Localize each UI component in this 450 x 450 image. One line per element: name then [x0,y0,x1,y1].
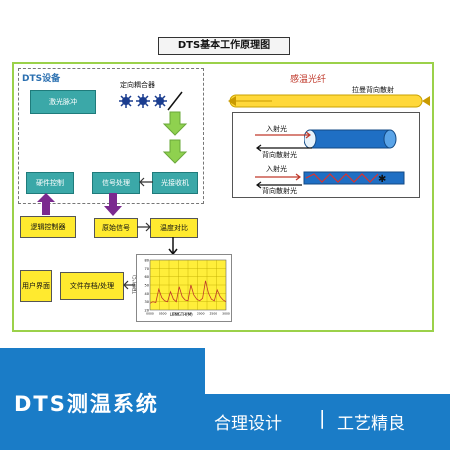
left-arrow-icon [139,177,153,187]
chart-x-tick-label: 2000 [197,312,205,316]
raman-label: 拉曼背向散射 [352,86,394,94]
chart-x-tick-label: 0500 [159,312,167,316]
banner-right-panel [205,394,450,450]
banner-feature-1: 合理设计 [214,414,282,434]
banner-divider: | [319,407,326,429]
hardware-control-box: 硬件控制 [26,172,74,194]
fiber-tube-icon [304,129,397,149]
incident-arrow-2-icon [255,173,301,181]
dts-group-label: DTS设备 [22,74,61,84]
svg-text:✱: ✱ [378,174,386,185]
fiber-label: 感温光纤 [290,75,327,85]
down-arrow-icon [168,237,178,256]
backscatter-label-2: 背向散射光 [262,187,297,195]
chart-x-tick-label: 0000 [146,312,154,316]
signal-processing-box: 信号处理 [92,172,140,194]
chart-x-tick-label: 2500 [210,312,218,316]
user-interface-box: 用户界面 [20,270,52,302]
coupler-label: 定向耦合器 [120,81,155,89]
chart-x-tick-label: 1000 [172,312,180,316]
raw-signal-box: 原始信号 [94,218,138,238]
incident-label-1: 入射光 [266,125,287,133]
temperature-compare-box: 温度对比 [150,218,198,238]
laser-pulse-box: 激光脉冲 [30,90,96,114]
incident-label-2: 入射光 [266,165,287,173]
chart-y-tick-label: 70 [145,267,149,271]
chart-y-tick-label: 20 [145,309,149,313]
fiber-zigzag-icon: ✱ [303,171,405,185]
banner-product-title: DTS测温系统 [14,392,159,416]
file-storage-box: 文件存档/处理 [60,272,124,300]
chart-y-tick-label: 40 [145,292,149,296]
chart-y-tick-label: 30 [145,300,149,304]
chart-series-line [149,280,227,304]
chart-x-tick-label: 1500 [184,312,192,316]
chart-y-tick-label: 50 [145,284,149,288]
chart-x-tick-label: 3000 [222,312,230,316]
coupler-gears-icon [119,94,167,108]
diagram-title: DTS基本工作原理图 [158,37,290,55]
incident-arrow-icon [255,131,311,139]
right-arrow-icon [137,222,151,232]
green-down-arrows-icon [162,111,188,164]
chart-y-tick-label: 60 [145,275,149,279]
backscatter-label-1: 背向散射光 [262,151,297,159]
chart-y-tick-label: 80 [145,259,149,263]
photo-receiver-box: 光接收机 [152,172,198,194]
coupler-mirror-icon [167,91,183,111]
left-arrow-2-icon [123,280,135,290]
chart-x-axis-label: LENGTH(M) [170,312,193,317]
sensing-fiber-bar [228,94,430,108]
banner-left-panel [0,348,205,450]
chart-y-axis-label: TEMP(°C) [131,275,137,294]
logic-controller-box: 逻辑控制器 [20,216,76,238]
purple-down-arrow-icon [104,193,122,216]
backscatter-arrow-icon [256,144,312,152]
backscatter-arrow-2-icon [256,181,302,189]
banner-feature-2: 工艺精良 [337,414,405,434]
purple-up-arrow-icon [37,193,55,215]
